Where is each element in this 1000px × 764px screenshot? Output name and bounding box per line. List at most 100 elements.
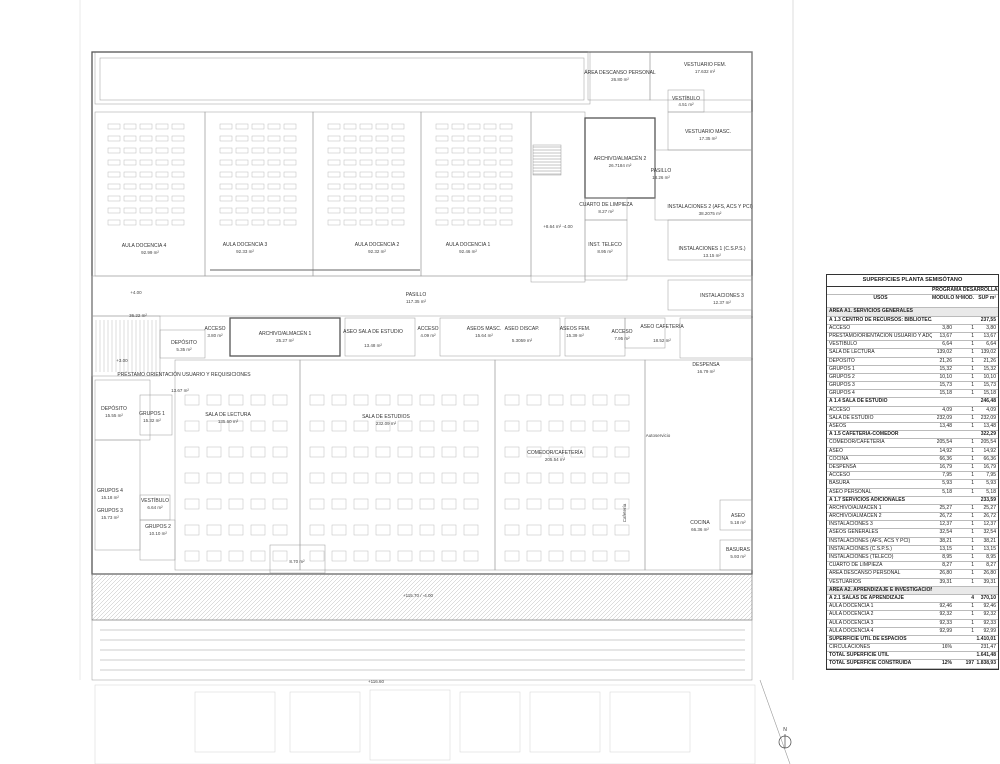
table-desk [441,472,457,484]
table-row: PRÉSTAMO/ORIENTACIÓN USUARIO Y ADQ. 13,67… [827,332,998,342]
desk [251,183,265,190]
svg-text:15.55 m²: 15.55 m² [105,413,123,418]
table-desk [526,394,542,406]
table-cell: 14,92 [983,447,996,454]
table-cell: ÁREA A2. APRENDIZAJE E INVESTIGACIÓN [829,586,932,593]
desk [219,147,233,154]
table-desk [272,446,288,458]
table-cell: 1 [971,529,974,536]
svg-text:INSTALACIONES 1 (C.S.P.S.): INSTALACIONES 1 (C.S.P.S.) [678,246,745,252]
table-cell: 12,37 [939,521,952,528]
table-cell: 15,18 [939,390,952,397]
table-desk [353,420,369,432]
table-cell: 21,26 [939,357,952,364]
table-desk [504,446,520,458]
svg-text:Cafetería: Cafetería [622,503,627,522]
table-cell: 38,21 [983,537,996,544]
svg-text:5.35 m²: 5.35 m² [176,347,192,352]
desk [267,219,281,226]
table-desk [228,420,244,432]
desk [343,159,357,166]
svg-text:ACCESO: ACCESO [417,326,438,332]
table-desk [184,472,200,484]
table-desk [441,420,457,432]
table-desk [353,472,369,484]
svg-text:+115.70 / -4.00: +115.70 / -4.00 [403,593,434,598]
table-cell: 5,93 [942,480,952,487]
desk [283,147,297,154]
svg-text:ARCHIVO/ALMACÉN 2: ARCHIVO/ALMACÉN 2 [594,155,647,162]
table-desk [309,394,325,406]
svg-text:+116.60: +116.60 [368,679,385,684]
svg-text:ACCESO: ACCESO [611,329,632,335]
desk [235,219,249,226]
table-desk [419,446,435,458]
desk [343,147,357,154]
table-cell [954,308,976,315]
desk [467,123,481,130]
table-cell [954,587,976,594]
table-desk [441,394,457,406]
table-desk [570,394,586,406]
table-desk [504,472,520,484]
table-cell: 1 [971,324,974,331]
table-desk [463,498,479,510]
desk [123,171,137,178]
desk [219,183,233,190]
table-cell: DESPENSA [829,463,857,470]
table-cell: 7,95 [942,472,952,479]
desk [123,147,137,154]
desk [435,135,449,142]
svg-text:GRUPOS 2: GRUPOS 2 [145,524,171,530]
table-cell: PRÉSTAMO/ORIENTACIÓN USUARIO Y ADQ. [829,332,932,339]
svg-text:92.33 m²: 92.33 m² [236,249,254,254]
table-desk [331,472,347,484]
table-desk [441,524,457,536]
table-cell: 237,55 [980,316,996,323]
desk [107,219,121,226]
svg-text:+4.00: +4.00 [130,290,142,295]
desk [327,135,341,142]
desk [483,195,497,202]
desk [155,183,169,190]
table-cell: GRUPOS 1 [829,365,855,372]
table-cell: TOTAL SUPERFICIE CONSTRUIDA [829,660,912,667]
table-cell: 12,37 [983,521,996,528]
table-desk [548,394,564,406]
table-desk [504,420,520,432]
svg-text:15.39 m²: 15.39 m² [566,333,584,338]
desk [343,135,357,142]
table-desk [397,394,413,406]
desk [499,183,513,190]
surface-table: SUPERFICIES PLANTA SEMISÓTANO PROGRAMA D… [826,274,999,670]
table-desk [614,446,630,458]
desk [435,159,449,166]
desk [499,171,513,178]
svg-text:6.64 m²: 6.64 m² [147,505,163,510]
label-pasillo: PASILLO [406,292,427,298]
table-cell: DEPÓSITO [829,357,855,364]
desk [451,159,465,166]
table-cell: COCINA [829,455,849,462]
desk [483,159,497,166]
desk [435,207,449,214]
desk [235,183,249,190]
table-cell: 92,32 [983,611,996,618]
svg-text:ASEOS FEM.: ASEOS FEM. [560,326,591,332]
table-cell: A 1.5 CAFETERÍA-COMEDOR [829,431,899,438]
table-desk [250,472,266,484]
table-cell: 1 [971,570,974,577]
desk [139,219,153,226]
table-cell: 1 [971,627,974,634]
table-cell: 13,67 [939,332,952,339]
table-cell: 1 [971,332,974,339]
table-cell: 246,48 [980,398,996,405]
corridor [91,275,753,317]
table-desk [504,524,520,536]
